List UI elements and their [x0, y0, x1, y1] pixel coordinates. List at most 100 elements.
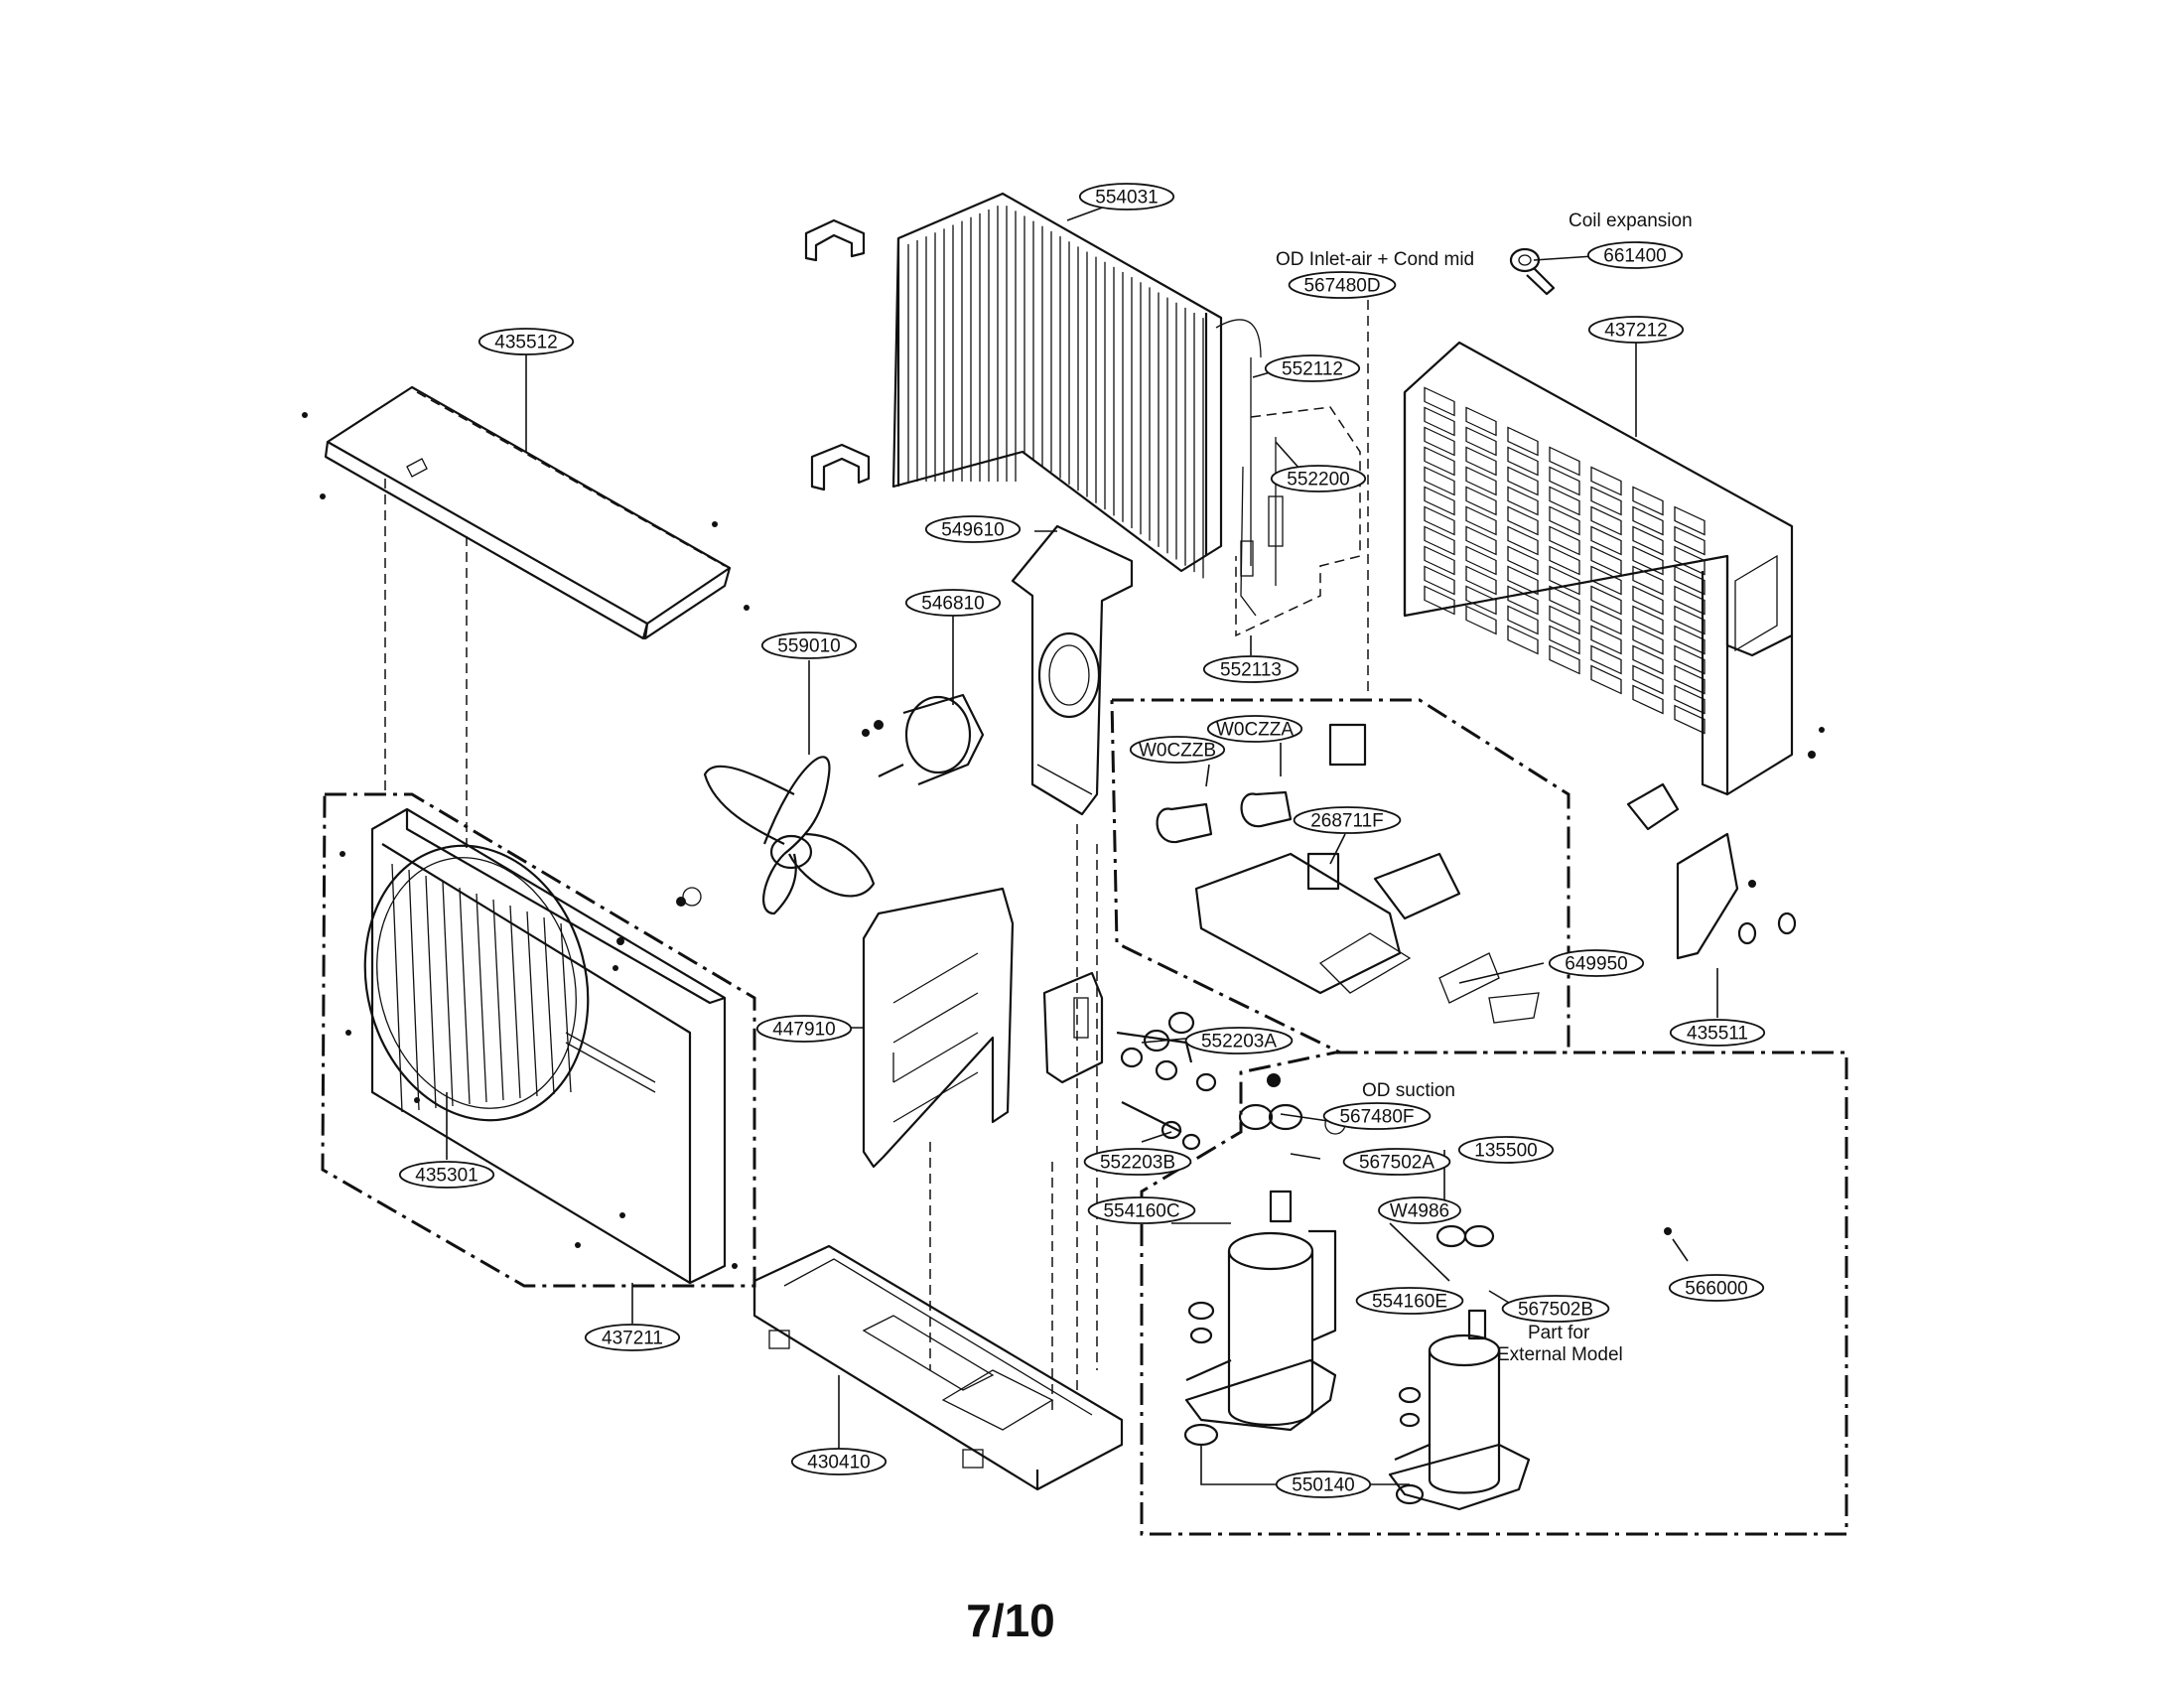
valve-mount-plate [1042, 971, 1104, 1084]
callout-oval [1083, 1148, 1192, 1176]
callout-435511: 435511 [1669, 1019, 1766, 1047]
callout-label: 661400 [1603, 246, 1666, 267]
coil-expansion-valve [1509, 247, 1556, 296]
callout-label: 554160E [1372, 1292, 1447, 1313]
callout-w0czza: W0CZZA [1206, 715, 1303, 743]
callout-oval [1078, 183, 1175, 210]
note-external-model: External Model [1497, 1344, 1623, 1365]
rear-grille-panel [1367, 300, 1794, 796]
fan-motor [862, 693, 985, 786]
callout-552200: 552200 [1270, 465, 1367, 492]
callout-label: 567480F [1339, 1107, 1414, 1128]
note-part-for: Part for [1528, 1323, 1590, 1343]
callout-554160c: 554160C [1087, 1196, 1196, 1224]
callout-oval [1586, 241, 1684, 269]
callout-label: 567502A [1359, 1153, 1434, 1174]
callout-oval [1378, 1196, 1461, 1224]
leader-lines [446, 198, 1718, 1485]
callout-oval [904, 589, 1002, 617]
callout-oval [924, 515, 1022, 543]
compressor-main [1183, 1103, 1337, 1447]
compressor-external [1388, 1224, 1531, 1511]
callout-label: 552113 [1220, 660, 1282, 681]
callout-oval [1206, 715, 1303, 743]
callout-oval [790, 1448, 887, 1475]
callout-oval [760, 632, 858, 659]
callout-w4986: W4986 [1378, 1196, 1461, 1224]
callout-label: 435301 [415, 1166, 478, 1187]
coil-bracket-top [804, 218, 866, 262]
callout-oval [1275, 1471, 1372, 1498]
callout-661400: 661400 [1586, 241, 1684, 269]
callout-label: 435512 [494, 333, 557, 353]
callout-552203b: 552203B [1083, 1148, 1192, 1176]
part-callouts: 554031 661400 567480D 437212 435512 552112 552… [398, 183, 1766, 1498]
callout-label: 566000 [1685, 1279, 1747, 1300]
callout-label: W4986 [1390, 1201, 1449, 1222]
callout-oval [584, 1324, 681, 1351]
callout-oval [1129, 736, 1226, 764]
callout-label: 135500 [1474, 1141, 1537, 1162]
callout-oval [1668, 1274, 1765, 1302]
compressor-group-outline [1140, 1051, 1848, 1536]
callout-label: 437212 [1604, 321, 1667, 342]
callout-label: W0CZZA [1216, 720, 1294, 741]
callout-567480f: 567480F [1322, 1102, 1432, 1130]
callout-label: 554160C [1103, 1201, 1179, 1222]
callout-label: 559010 [777, 636, 840, 657]
callout-552112: 552112 [1264, 354, 1361, 382]
base-pan [752, 1244, 1124, 1491]
callout-oval [398, 1161, 495, 1189]
callout-559010: 559010 [760, 632, 858, 659]
callout-label: 552112 [1282, 359, 1343, 380]
callout-oval [1087, 1196, 1196, 1224]
callout-549610: 549610 [924, 515, 1022, 543]
valve-cover [1676, 832, 1739, 960]
callout-label: 567502B [1518, 1300, 1593, 1321]
callout-oval [1548, 949, 1645, 977]
callout-447910: 447910 [755, 1015, 853, 1043]
callout-label: 546810 [921, 594, 984, 615]
callout-oval [478, 328, 575, 355]
callout-label: W0CZZB [1139, 741, 1216, 762]
note-od-suction: OD suction [1362, 1080, 1455, 1101]
front-panel-assembly [340, 807, 738, 1285]
callout-554160e: 554160E [1355, 1287, 1464, 1315]
callout-oval [1202, 655, 1299, 683]
control-box-parts [1156, 723, 1540, 1024]
callout-567502b: 567502B [1501, 1295, 1610, 1323]
callout-w0czzb: W0CZZB [1129, 736, 1226, 764]
callout-label: 550140 [1292, 1475, 1354, 1496]
callout-135500: 135500 [1457, 1136, 1555, 1164]
propeller-fan [676, 756, 876, 915]
callout-567480d: 567480D [1288, 271, 1397, 299]
callout-268711f: 268711F [1293, 806, 1402, 834]
coil-bracket-bottom [810, 443, 871, 491]
callout-oval [1355, 1287, 1464, 1315]
callout-label: 437211 [602, 1329, 663, 1349]
callout-label: 552203B [1100, 1153, 1175, 1174]
callout-label: 649950 [1565, 954, 1627, 975]
callout-550140: 550140 [1275, 1471, 1372, 1498]
partition-plate [862, 824, 1098, 1410]
callout-label: 552203A [1201, 1032, 1277, 1052]
callout-label: 447910 [772, 1020, 835, 1041]
note-coil-expansion: Coil expansion [1569, 210, 1693, 231]
callout-oval [1457, 1136, 1555, 1164]
callout-oval [1501, 1295, 1610, 1323]
callout-oval [1270, 465, 1367, 492]
callout-oval [1293, 806, 1402, 834]
bracket-plate [1626, 782, 1680, 831]
callout-oval [1322, 1102, 1432, 1130]
condenser-coil [891, 192, 1284, 617]
callout-552203a: 552203A [1184, 1027, 1294, 1054]
callout-552113: 552113 [1202, 655, 1299, 683]
top-cover [302, 385, 750, 854]
callout-oval [1587, 316, 1685, 344]
callout-label: 268711F [1310, 811, 1384, 832]
front-panel-group-outline [321, 792, 756, 1288]
callout-566000: 566000 [1668, 1274, 1765, 1302]
control-box-group-outline [1110, 698, 1570, 1054]
callout-554031: 554031 [1078, 183, 1175, 210]
